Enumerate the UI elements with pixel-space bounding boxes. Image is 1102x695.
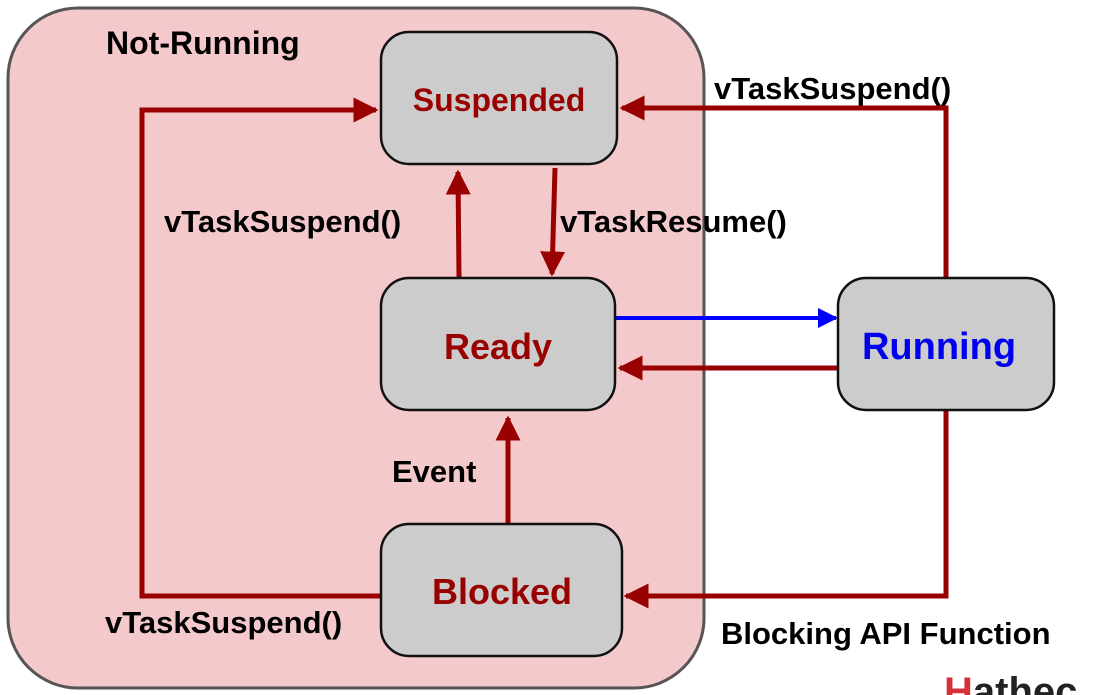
watermark-logo: Hathec xyxy=(944,672,1102,695)
state-suspended: Suspended xyxy=(379,30,619,166)
label-blocked-to-suspended: vTaskSuspend() xyxy=(105,605,342,640)
edge-ready-to-suspended xyxy=(445,169,471,279)
not-running-group xyxy=(6,6,706,690)
label-blocked-to-ready: Event xyxy=(392,454,476,489)
label-running-to-suspended: vTaskSuspend() xyxy=(714,71,951,106)
not-running-label: Not-Running xyxy=(106,25,300,61)
state-suspended-label: Suspended xyxy=(413,82,585,118)
edge-running-to-suspended xyxy=(619,95,949,278)
state-ready: Ready xyxy=(379,276,617,412)
state-ready-label: Ready xyxy=(444,326,552,367)
edge-blocked-to-suspended xyxy=(139,97,385,599)
state-blocked: Blocked xyxy=(379,522,624,658)
watermark-first-letter: H xyxy=(944,672,973,695)
label-ready-to-suspended: vTaskSuspend() xyxy=(164,204,401,239)
state-running: Running xyxy=(836,276,1056,412)
edge-running-to-blocked xyxy=(623,410,949,609)
state-blocked-label: Blocked xyxy=(432,571,572,612)
state-running-label: Running xyxy=(862,326,1016,368)
label-suspended-to-ready: vTaskResume() xyxy=(560,204,787,239)
label-running-to-blocked: Blocking API Function xyxy=(721,616,1051,651)
watermark-rest: athec xyxy=(972,672,1078,695)
edge-suspended-to-ready xyxy=(540,167,566,277)
